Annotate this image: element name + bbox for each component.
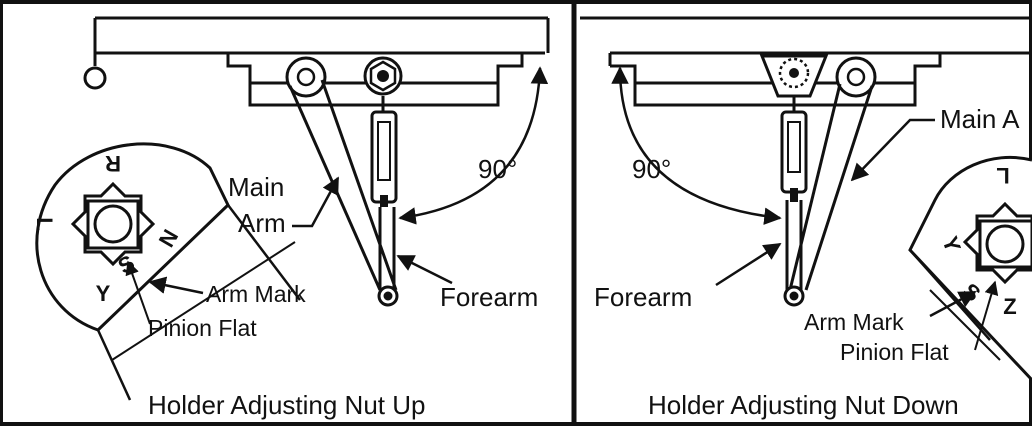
holder-adjusting-nut <box>363 56 403 207</box>
pinion-letter-y: Y <box>96 281 111 306</box>
forearm <box>377 207 399 307</box>
forearm-leader <box>715 242 782 287</box>
pinion-detail: R L N S Y <box>32 142 301 401</box>
arm-pivot <box>285 56 327 98</box>
pinion-flat-leader <box>125 260 151 325</box>
pinion-letter-l: L <box>996 163 1009 188</box>
forearm-leader <box>396 254 453 285</box>
angle-label: 90° <box>478 154 517 184</box>
forearm-label: Forearm <box>594 282 692 312</box>
main-arm <box>788 83 874 291</box>
angle-arc-90 <box>611 66 782 225</box>
main-arm-label: Main A <box>940 104 1020 134</box>
door-illustration <box>83 16 550 90</box>
pinion-detail: L Y S Z <box>908 155 1032 382</box>
door-illustration <box>580 16 1032 66</box>
pinion-flat-leader <box>974 280 999 351</box>
pinion-letter-l: L <box>32 217 57 230</box>
arm-pivot <box>835 56 877 98</box>
pinion-letter-z: Z <box>1003 294 1016 319</box>
forearm <box>783 200 805 307</box>
arm-mark-label: Arm Mark <box>206 281 306 307</box>
caption: Holder Adjusting Nut Down <box>648 390 959 420</box>
pinion-flat-label: Pinion Flat <box>840 339 949 365</box>
main-arm-leader <box>292 176 340 228</box>
right-hand-door-panel: 90° Main Arm Forearm R L N S Y Arm Mark … <box>32 16 550 420</box>
arm-mark-leader <box>929 290 977 318</box>
forearm-label: Forearm <box>440 282 538 312</box>
arm-mark-leader <box>148 276 204 295</box>
angle-label: 90° <box>632 154 671 184</box>
caption: Holder Adjusting Nut Up <box>148 390 425 420</box>
angle-arc-90 <box>398 66 549 225</box>
left-hand-door-panel: 90° Main A Forearm L Y S Z Arm Mark Pini… <box>580 16 1032 420</box>
arm-mark-label: Arm Mark <box>804 309 904 335</box>
pinion-flat-label: Pinion Flat <box>148 315 257 341</box>
main-arm-label-line1: Main <box>228 172 284 202</box>
main-arm-leader <box>850 118 935 182</box>
main-arm-label-line2: Arm <box>238 208 286 238</box>
pinion-letter-r: R <box>105 151 121 176</box>
